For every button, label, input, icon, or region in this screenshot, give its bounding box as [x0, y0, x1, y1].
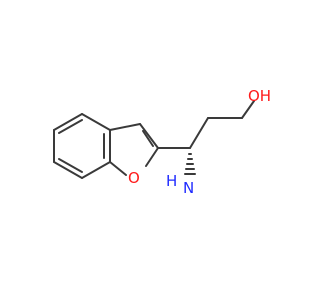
- structure-canvas: OH O H N: [53, 87, 271, 197]
- amino-hydrogen-label: H: [166, 172, 177, 190]
- side-chain: [157, 100, 255, 149]
- furan-ring: [109, 123, 159, 176]
- hydroxyl-label: OH: [248, 87, 271, 105]
- amino-nitrogen-label: N: [183, 179, 194, 197]
- stereo-hash-wedge: [184, 153, 196, 175]
- furan-oxygen-label: O: [128, 169, 140, 187]
- molecule-structure: OH O H N: [53, 87, 271, 197]
- benzene-ring: [53, 113, 111, 179]
